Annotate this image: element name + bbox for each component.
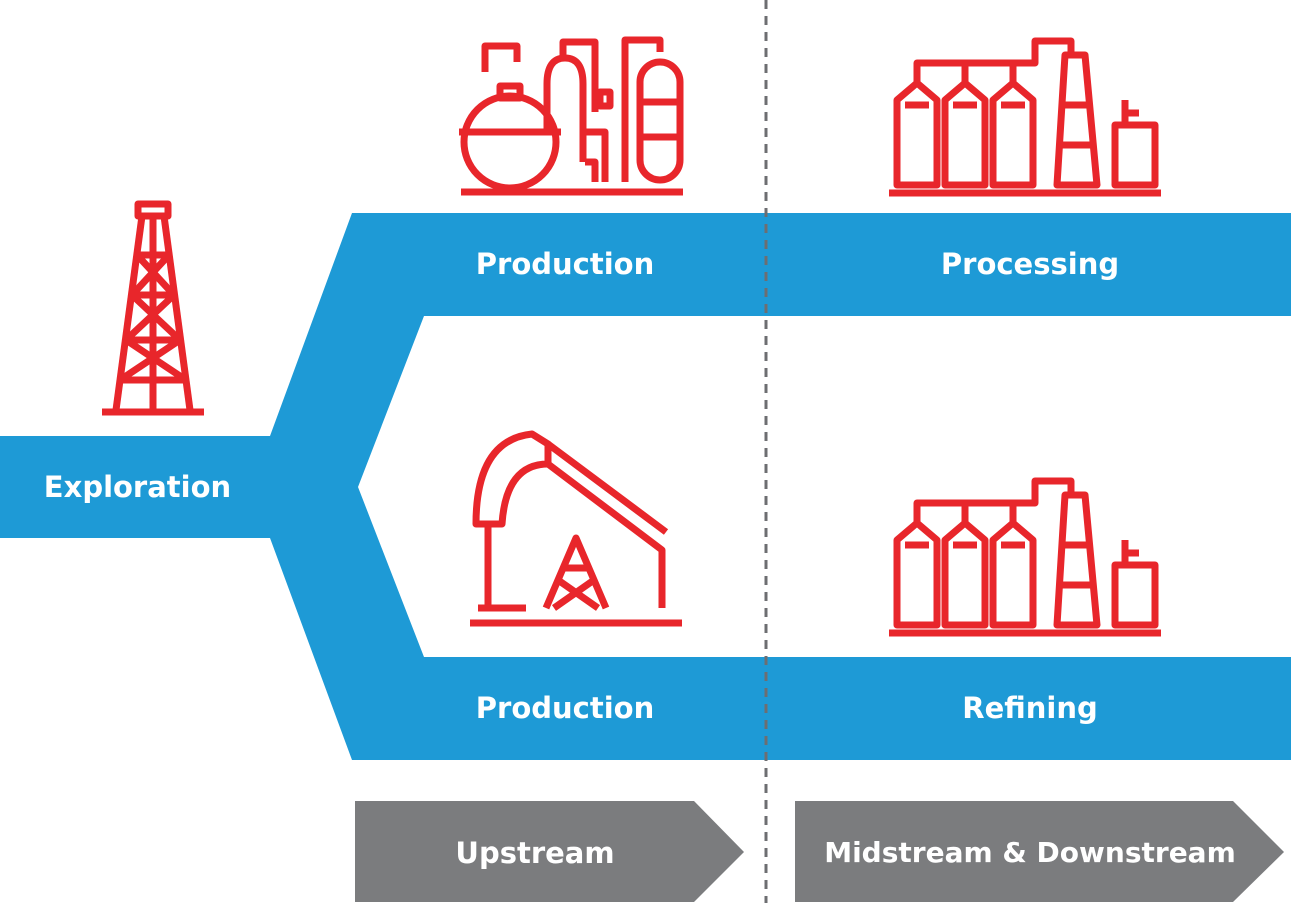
exploration-label: Exploration	[43, 470, 232, 504]
flow-band	[0, 213, 1291, 760]
refinery-icon	[885, 475, 1165, 640]
midstream-downstream-label: Midstream & Downstream	[824, 836, 1236, 869]
midstream-downstream-arrow	[795, 801, 1284, 902]
production-bottom-label: Production	[475, 691, 655, 725]
upstream-label: Upstream	[455, 836, 615, 870]
processing-plant-icon	[885, 35, 1165, 200]
pumpjack-icon	[466, 428, 686, 643]
processing-label: Processing	[940, 247, 1120, 281]
gas-plant-icon	[455, 32, 685, 202]
production-top-label: Production	[475, 247, 655, 281]
refining-label: Refining	[962, 691, 1098, 725]
upstream-arrow	[355, 801, 744, 902]
oil-derrick-icon	[100, 200, 206, 422]
